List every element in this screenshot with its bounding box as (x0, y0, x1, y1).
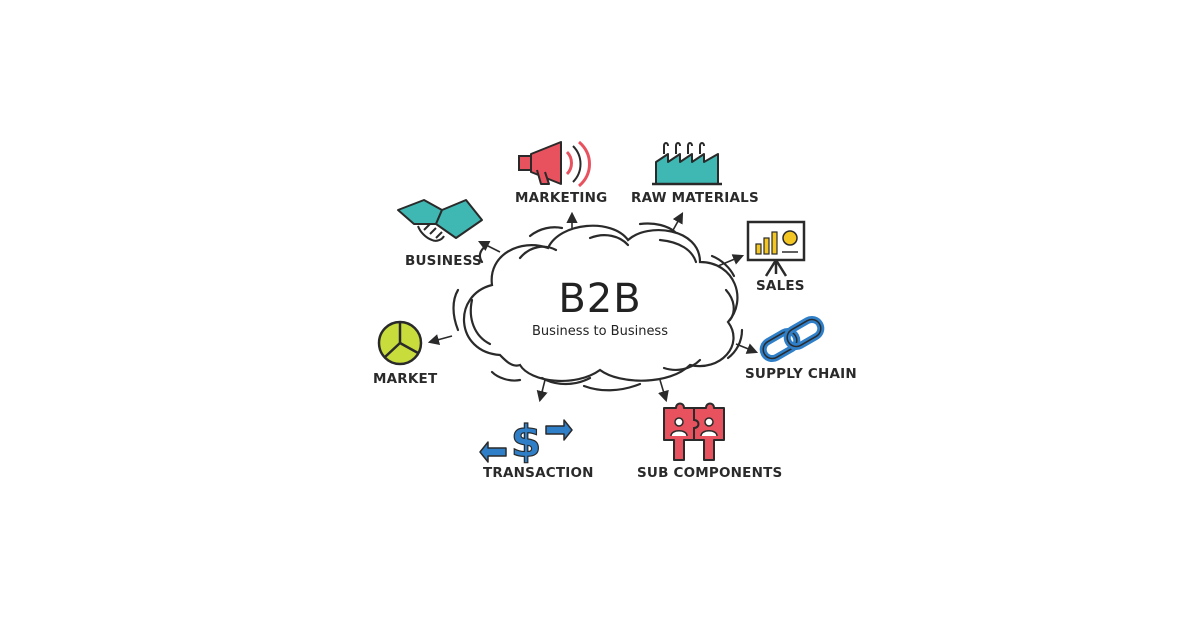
center-title: B2B (558, 276, 642, 322)
label-marketing: MARKETING (515, 190, 608, 206)
label-business: BUSINESS (405, 253, 482, 269)
svg-text:$: $ (511, 416, 542, 467)
center-subtitle: Business to Business (532, 324, 668, 339)
arrow-transaction (536, 379, 548, 403)
factory-icon (652, 142, 722, 186)
arrow-sales (717, 254, 745, 267)
label-market: MARKET (373, 371, 438, 387)
handshake-icon (397, 199, 483, 242)
label-sales: SALES (756, 278, 805, 294)
arrow-raw-materials (671, 212, 684, 233)
pie-chart-icon (377, 320, 423, 366)
connector-arrows (427, 211, 759, 403)
presentation-board-icon (746, 220, 806, 277)
chain-link-icon (759, 316, 825, 362)
label-sub-components: SUB COMPONENTS (637, 465, 783, 481)
arrow-supply-chain (735, 343, 759, 354)
megaphone-icon (518, 140, 591, 188)
arrow-business (477, 240, 501, 253)
arrow-market (427, 334, 453, 346)
dollar-arrows-icon: $ (479, 415, 573, 468)
puzzle-people-icon (663, 402, 725, 461)
arrow-sub-components (658, 379, 669, 403)
label-transaction: TRANSACTION (483, 465, 594, 481)
label-supply-chain: SUPPLY CHAIN (745, 366, 857, 382)
cloud-shape (452, 222, 744, 392)
label-raw-materials: RAW MATERIALS (631, 190, 759, 206)
